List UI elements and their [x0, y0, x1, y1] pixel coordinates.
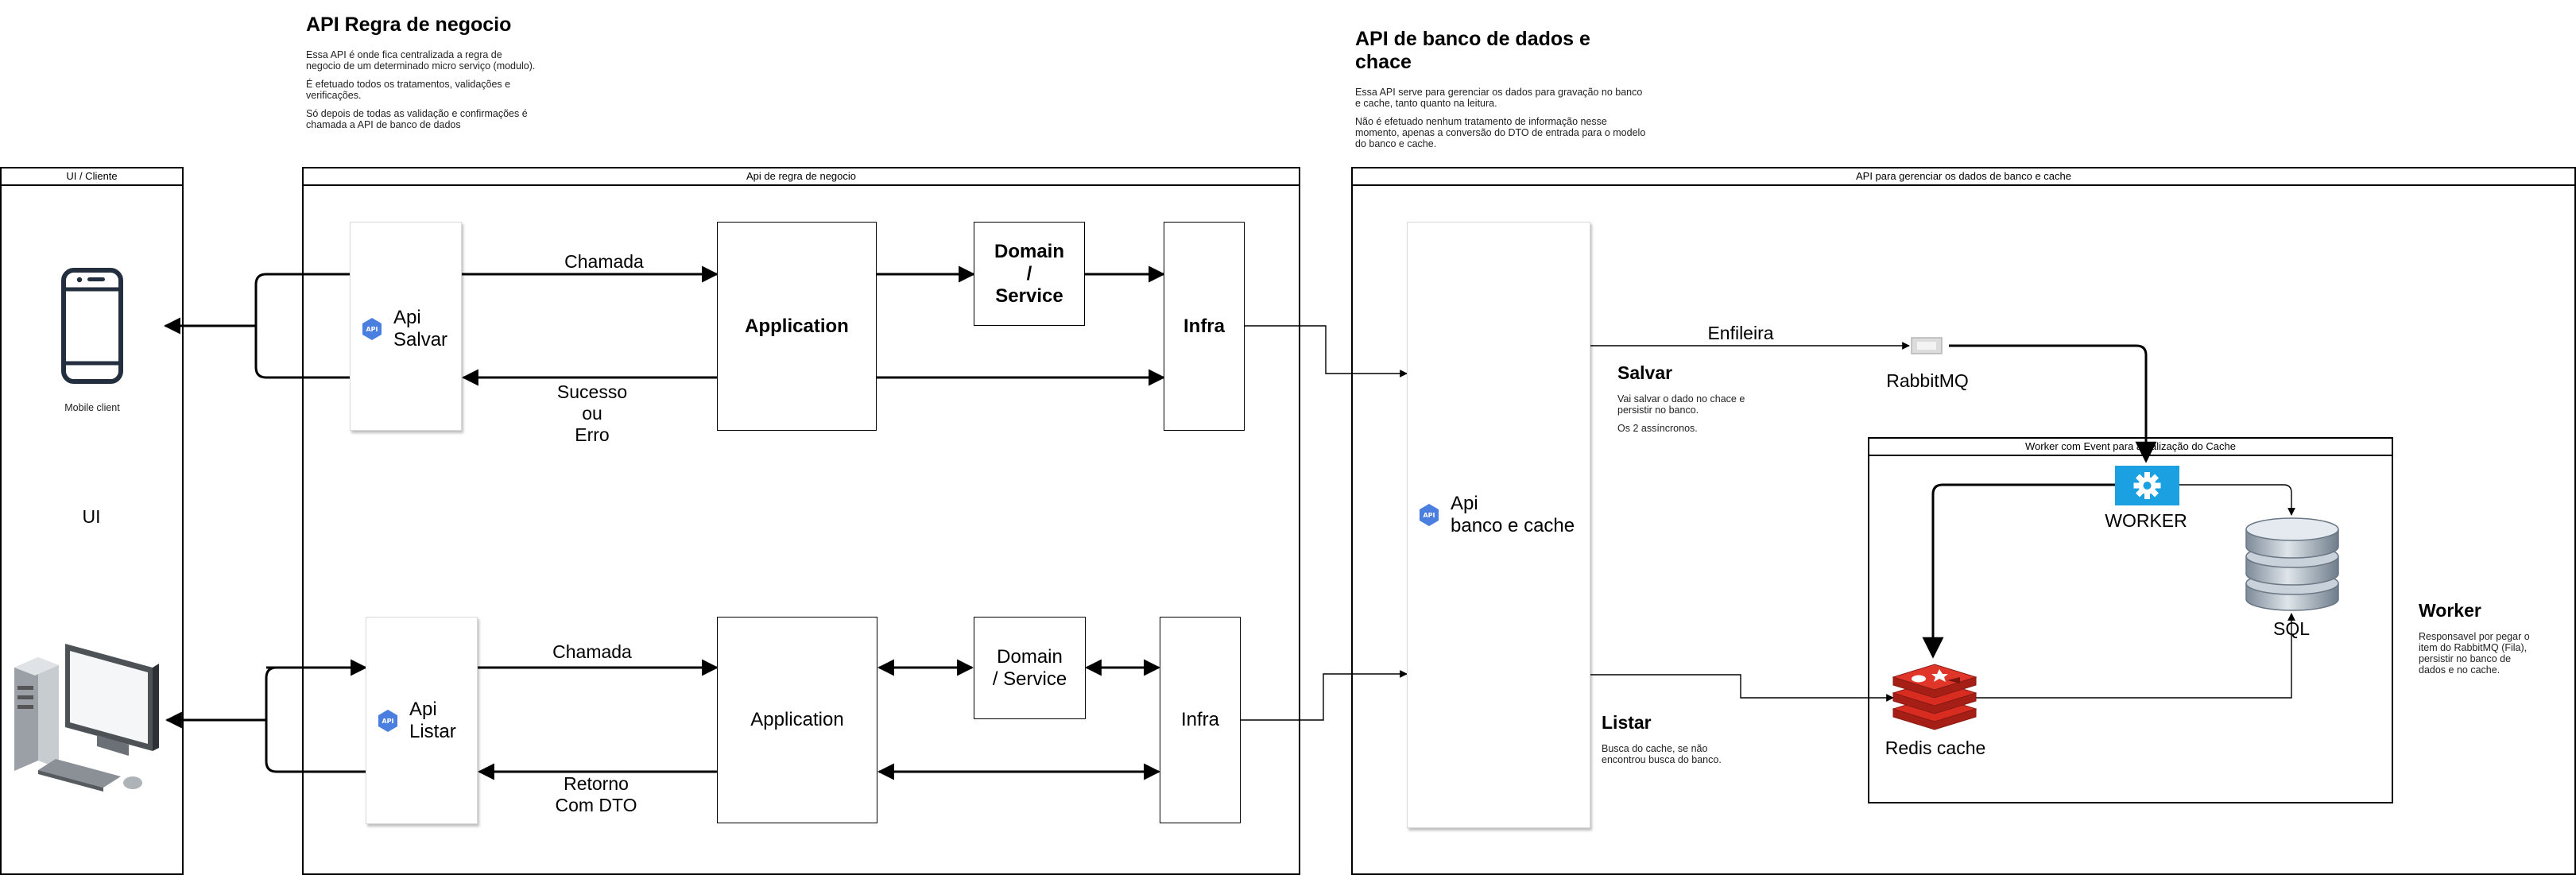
annotation-listar-p1: Busca do cache, se não encontrou busca d…: [1602, 743, 1722, 765]
container-banco-cache: API para gerenciar os dados de banco e c…: [1351, 167, 2576, 875]
top-return-label: Sucesso ou Erro: [540, 381, 644, 446]
annotation-regra-p1: Essa API é onde fica centralizada a regr…: [306, 49, 536, 72]
top-infra-box[interactable]: Infra: [1164, 222, 1245, 431]
api-listar-line1: Api: [409, 699, 437, 720]
rabbitmq-label: RabbitMQ: [1886, 370, 1969, 391]
container-worker: Worker com Event para atualização do Cac…: [1868, 437, 2393, 803]
database-icon[interactable]: [2244, 515, 2341, 614]
bottom-application-box[interactable]: Application: [717, 617, 877, 823]
top-return-line2: ou: [582, 403, 602, 424]
container-ui-cliente-header: UI / Cliente: [2, 168, 182, 186]
edge-worker-redis: [1922, 483, 2115, 659]
top-return-line3: Erro: [575, 424, 610, 445]
ui-label: UI: [82, 506, 101, 527]
bottom-return-line1: Retorno: [564, 773, 629, 794]
api-salvar-content: API Api Salvar: [360, 307, 447, 351]
edge-queue-worker: [1949, 344, 2157, 463]
top-call-label: Chamada: [564, 251, 644, 272]
api-banco-cache-label: Api banco e cache: [1451, 493, 1575, 537]
bottom-return-label: Retorno Com DTO: [540, 773, 652, 816]
bottom-call-label: Chamada: [552, 641, 632, 662]
annotation-salvar-p1: Vai salvar o dado no chace e persistir n…: [1617, 393, 1745, 416]
sql-label: SQL: [2272, 618, 2311, 639]
worker-label: WORKER: [2105, 510, 2187, 531]
container-ui-cliente: UI / Cliente: [0, 167, 184, 875]
annotation-salvar-title: Salvar: [1617, 362, 1673, 383]
top-application-box[interactable]: Application: [717, 222, 877, 431]
api-banco-cache-content: API Api banco e cache: [1417, 493, 1575, 537]
annotation-banco: API de banco de dados e chace Essa API s…: [1355, 28, 1649, 157]
bottom-domain-service-box[interactable]: Domain / Service: [974, 617, 1086, 719]
api-hex-icon: API: [378, 710, 397, 732]
edge-top-infra-banco: [1245, 325, 1408, 377]
annotation-regra-p2: É efetuado todos os tratamentos, validaç…: [306, 79, 511, 101]
gear-icon[interactable]: [2115, 466, 2179, 505]
edge-bottom-infra-banco: [1241, 670, 1408, 721]
api-salvar-line1: Api: [393, 307, 421, 328]
api-salvar-box[interactable]: API Api Salvar: [350, 222, 462, 431]
annotation-worker-p1: Responsavel por pegar o item do RabbitMQ…: [2419, 631, 2530, 676]
annotation-banco-title: API de banco de dados e chace: [1355, 28, 1590, 73]
bottom-return-line2: Com DTO: [555, 795, 637, 815]
annotation-worker-title: Worker: [2419, 600, 2481, 621]
annotation-regra-p3: Só depois de todas as validação e confir…: [306, 108, 528, 130]
api-banco-cache-box[interactable]: API Api banco e cache: [1407, 222, 1590, 828]
container-banco-cache-header: API para gerenciar os dados de banco e c…: [1353, 168, 2574, 186]
api-listar-content: API Api Listar: [376, 699, 456, 743]
edge-desktop-bracket: [265, 666, 366, 773]
annotation-salvar: Salvar Vai salvar o dado no chace e pers…: [1617, 362, 1761, 441]
top-domain-service-box[interactable]: Domain / Service: [974, 222, 1085, 326]
api-listar-label: Api Listar: [409, 699, 456, 743]
annotation-banco-p2: Não é efetuado nenhum tratamento de info…: [1355, 116, 1646, 149]
api-hex-icon: API: [1420, 504, 1439, 526]
api-banco-cache-line1: Api: [1451, 493, 1478, 514]
annotation-worker: Worker Responsavel por pegar o item do R…: [2419, 600, 2530, 683]
edge-redis-sql: [1976, 613, 2295, 699]
desktop-computer-icon: [10, 640, 169, 799]
annotation-banco-p1: Essa API serve para gerenciar os dados p…: [1355, 87, 1643, 109]
api-banco-cache-line2: banco e cache: [1451, 515, 1575, 536]
edge-mobile-bracket: [254, 273, 350, 379]
annotation-listar-title: Listar: [1602, 712, 1652, 733]
container-regra-negocio-header: Api de regra de negocio: [304, 168, 1299, 186]
svg-text:API: API: [366, 326, 378, 333]
annotation-regra: API Regra de negocio Essa API é onde fic…: [306, 14, 537, 137]
annotation-salvar-p2: Os 2 assíncronos.: [1617, 423, 1698, 434]
edge-listar-redis: [1590, 674, 1894, 702]
container-regra-negocio: Api de regra de negocio: [302, 167, 1300, 875]
mobile-client-label: Mobile client: [64, 402, 120, 413]
svg-text:API: API: [1423, 512, 1435, 519]
api-salvar-line2: Salvar: [393, 329, 448, 350]
annotation-listar: Listar Busca do cache, se não encontrou …: [1602, 712, 1729, 772]
api-listar-line2: Listar: [409, 721, 456, 742]
api-salvar-label: Api Salvar: [393, 307, 447, 351]
svg-text:API: API: [382, 718, 393, 725]
enfileira-label: Enfileira: [1707, 323, 1774, 343]
container-worker-header: Worker com Event para atualização do Cac…: [1869, 439, 2392, 456]
message-queue-icon[interactable]: [1911, 337, 1943, 354]
redis-cache-label: Redis cache: [1885, 738, 1986, 758]
api-hex-icon: API: [362, 318, 382, 340]
annotation-regra-title: API Regra de negocio: [306, 14, 512, 36]
api-listar-box[interactable]: API Api Listar: [366, 617, 478, 824]
bottom-infra-box[interactable]: Infra: [1160, 617, 1241, 823]
top-return-line1: Sucesso: [556, 381, 628, 402]
mobile-phone-icon: [60, 268, 124, 384]
edge-worker-sql: [2179, 484, 2295, 516]
redis-icon[interactable]: [1892, 660, 1978, 731]
